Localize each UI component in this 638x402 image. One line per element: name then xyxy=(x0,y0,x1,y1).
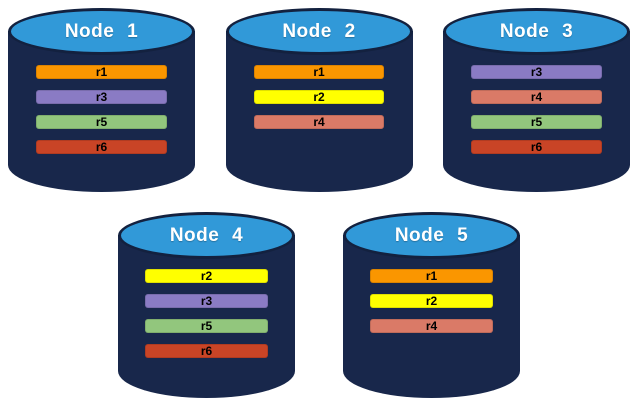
replica-bar: r5 xyxy=(144,319,269,333)
replica-bar: r2 xyxy=(369,294,494,308)
replica-bar: r4 xyxy=(369,319,494,333)
replica-bar: r5 xyxy=(471,115,602,129)
row-bottom: Node 4 r2 r3 r5 r6 Node 5 r1 r2 r4 xyxy=(0,212,638,398)
node-cylinder: Node 3 r3 r4 r5 r6 xyxy=(443,8,630,192)
replica-list: r1 r2 r4 xyxy=(226,65,413,129)
node-label: Node 2 xyxy=(282,20,356,42)
replica-bar: r1 xyxy=(36,65,167,79)
replica-bar: r6 xyxy=(36,140,167,154)
node-cylinder: Node 4 r2 r3 r5 r6 xyxy=(118,212,295,398)
cylinder-body xyxy=(443,31,630,192)
replica-bar: r1 xyxy=(253,65,385,79)
cylinder-top: Node 1 xyxy=(8,8,195,55)
replica-bar: r3 xyxy=(471,65,602,79)
node-label: Node 1 xyxy=(64,20,139,42)
replica-list: r2 r3 r5 r6 xyxy=(118,269,295,358)
replica-bar: r2 xyxy=(253,90,385,104)
node-label: Node 5 xyxy=(394,224,469,246)
node-cylinder: Node 5 r1 r2 r4 xyxy=(343,212,520,398)
replica-bar: r3 xyxy=(36,90,167,104)
cylinder-top: Node 4 xyxy=(118,212,295,259)
replica-bar: r6 xyxy=(471,140,602,154)
replica-list: r3 r4 r5 r6 xyxy=(443,65,630,154)
replica-list: r1 r3 r5 r6 xyxy=(8,65,195,154)
replica-bar: r3 xyxy=(144,294,269,308)
cylinder-top: Node 3 xyxy=(443,8,630,55)
cylinder-body xyxy=(225,31,413,192)
node-label: Node 3 xyxy=(499,20,574,42)
replica-bar: r5 xyxy=(36,115,167,129)
cylinder-body xyxy=(343,235,520,398)
node-cylinder: Node 2 r1 r2 r4 xyxy=(225,8,413,192)
replica-bar: r2 xyxy=(144,269,269,283)
replica-bar: r6 xyxy=(144,344,269,358)
node-cylinder: Node 1 r1 r3 r5 r6 xyxy=(8,8,195,192)
cylinder-body xyxy=(118,235,295,398)
cylinder-top: Node 2 xyxy=(225,8,413,55)
replica-bar: r4 xyxy=(471,90,602,104)
node-label: Node 4 xyxy=(169,224,244,246)
cylinder-top: Node 5 xyxy=(343,212,520,259)
replica-bar: r4 xyxy=(253,115,385,129)
cylinder-body xyxy=(8,31,195,192)
replica-bar: r1 xyxy=(369,269,494,283)
replica-list: r1 r2 r4 xyxy=(343,269,520,333)
